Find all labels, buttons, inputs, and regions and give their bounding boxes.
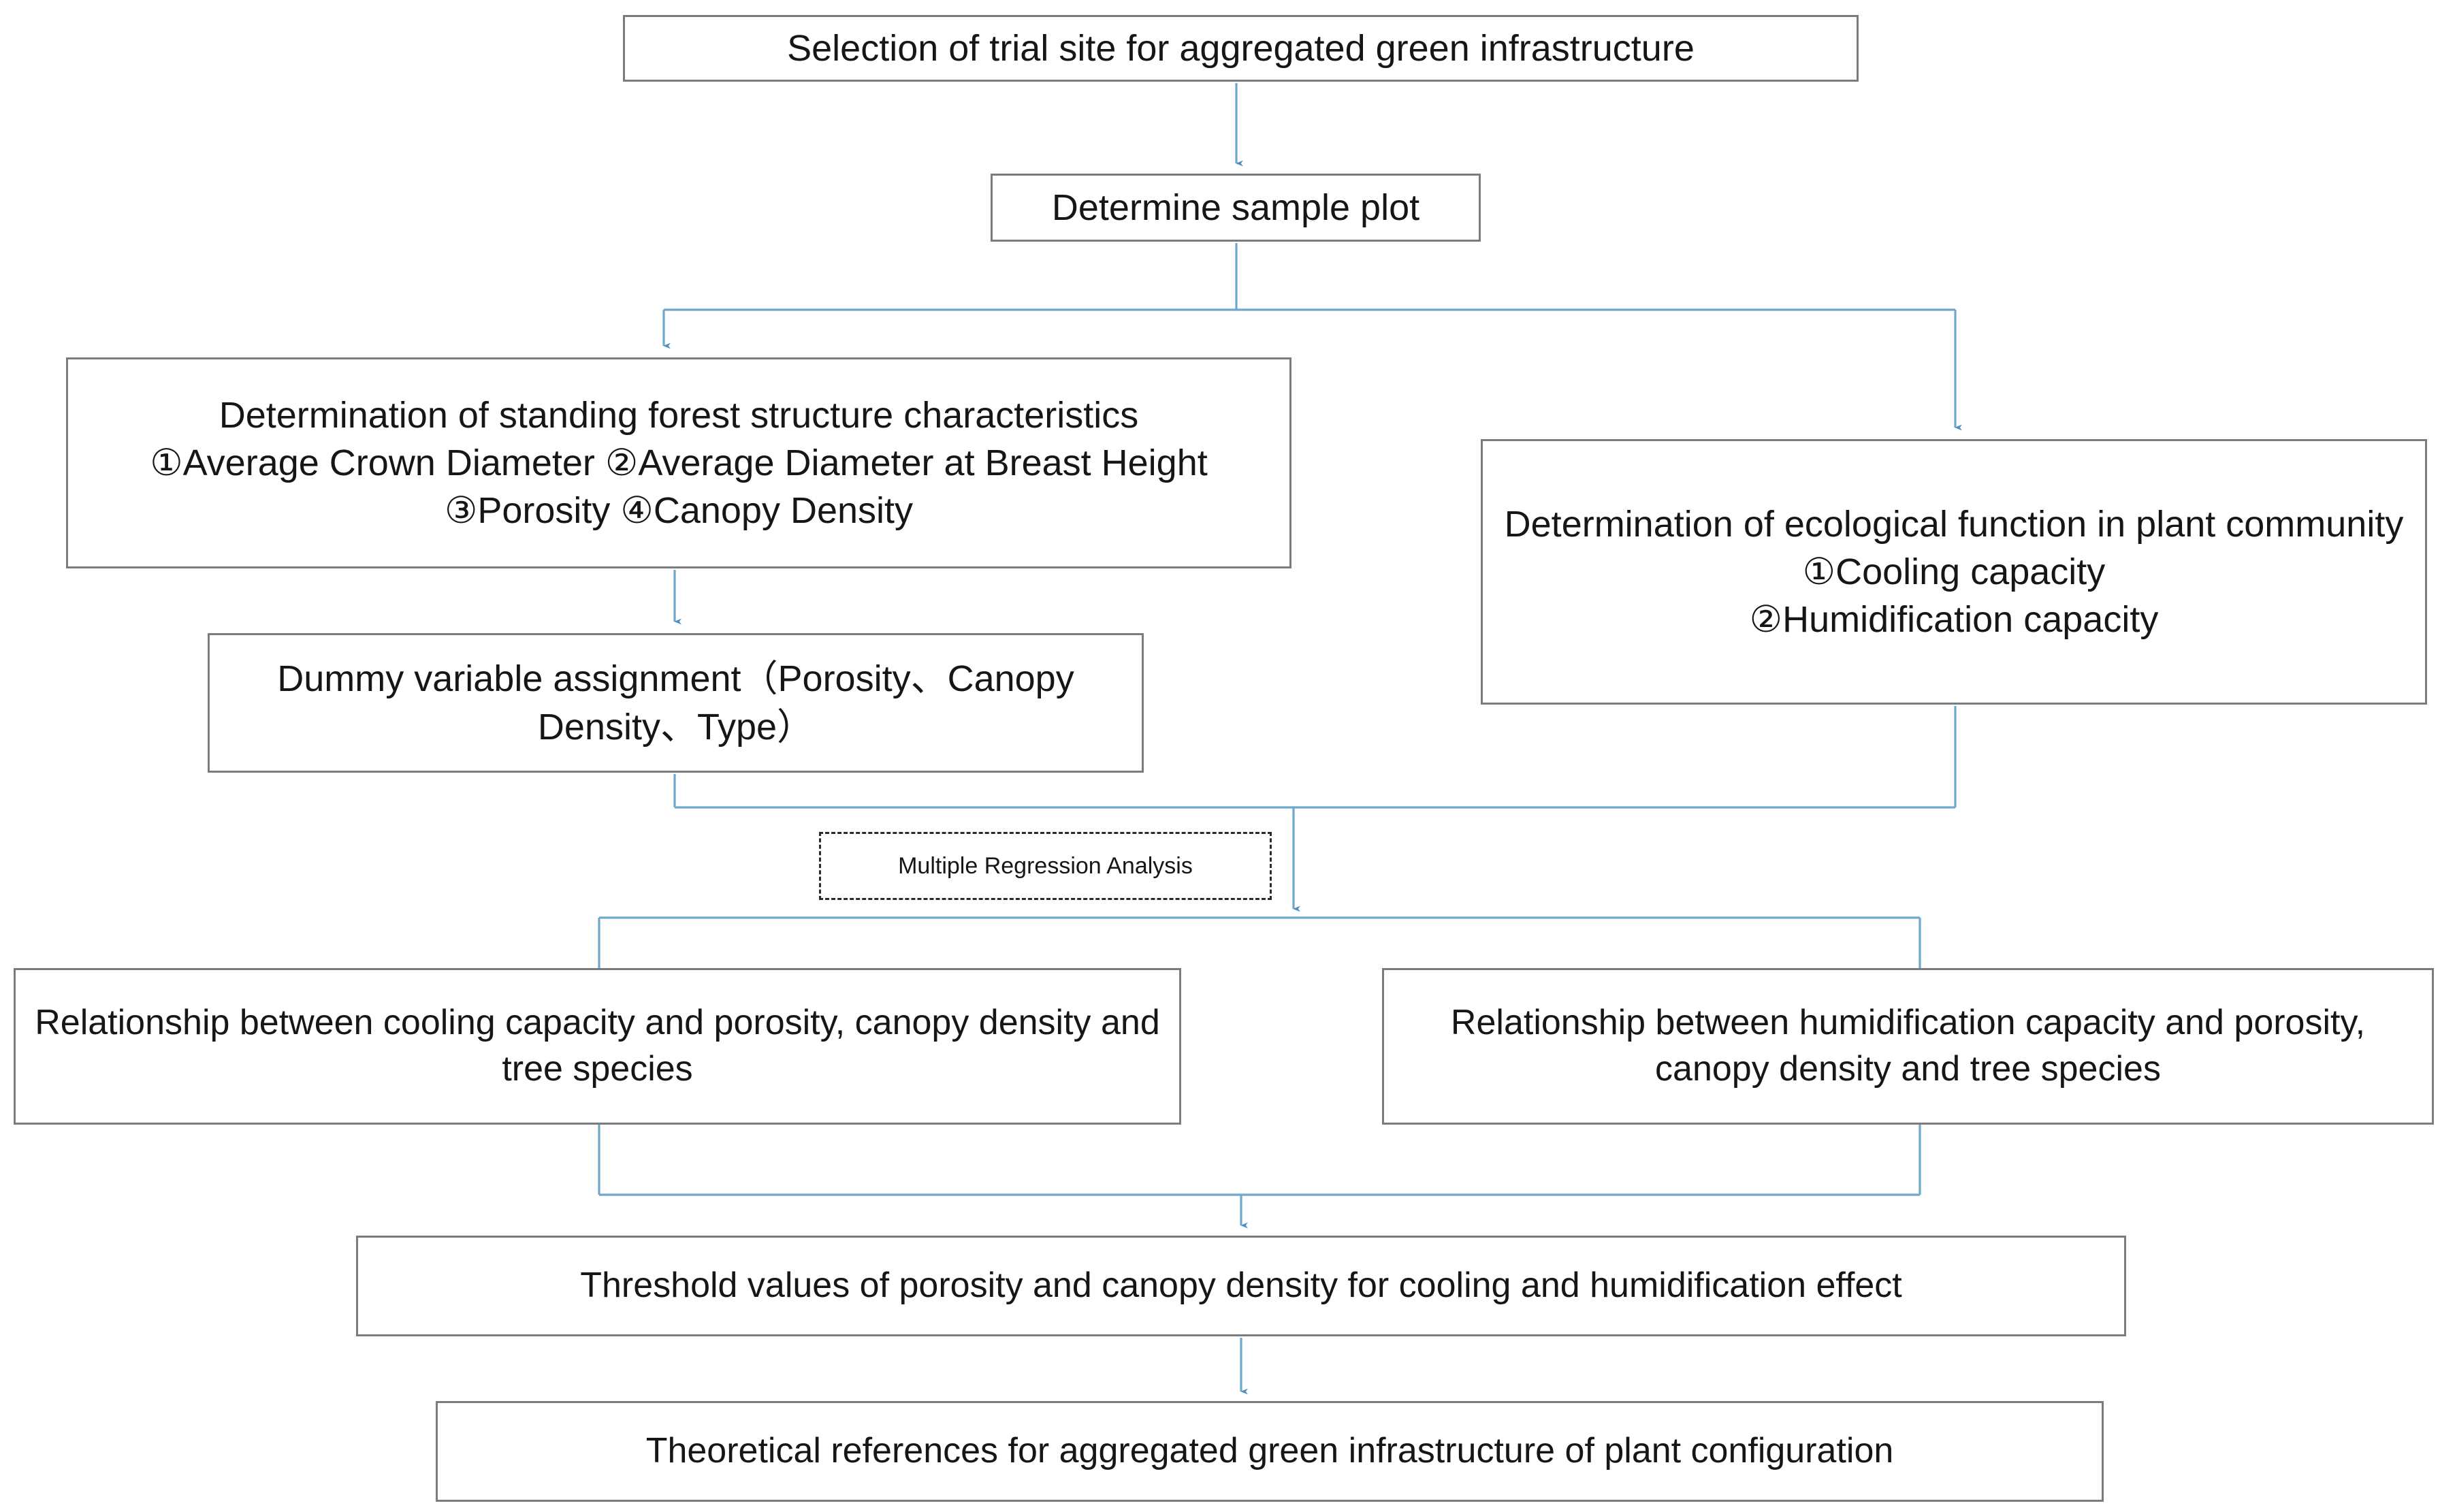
node-relationship-cooling-label: Relationship between cooling capacity an…	[35, 1003, 1160, 1089]
node-forest-structure[interactable]: Determination of standing forest structu…	[66, 357, 1291, 568]
node-sample-plot-label: Determine sample plot	[1051, 187, 1420, 228]
node-trial-site[interactable]: Selection of trial site for aggregated g…	[623, 15, 1859, 82]
node-dummy-variable[interactable]: Dummy variable assignment（Porosity、Canop…	[208, 633, 1144, 773]
node-threshold-values[interactable]: Threshold values of porosity and canopy …	[356, 1236, 2126, 1336]
node-relationship-cooling[interactable]: Relationship between cooling capacity an…	[14, 968, 1181, 1125]
node-ecological-function-label: Determination of ecological function in …	[1504, 503, 2404, 641]
node-ecological-function[interactable]: Determination of ecological function in …	[1481, 439, 2427, 705]
node-threshold-values-label: Threshold values of porosity and canopy …	[580, 1266, 1902, 1306]
node-multiple-regression-analysis-label: Multiple Regression Analysis	[898, 852, 1193, 879]
node-theoretical-references-label: Theoretical references for aggregated gr…	[645, 1431, 1894, 1471]
node-relationship-humidification[interactable]: Relationship between humidification capa…	[1382, 968, 2434, 1125]
node-dummy-variable-label: Dummy variable assignment（Porosity、Canop…	[277, 658, 1074, 747]
node-relationship-humidification-label: Relationship between humidification capa…	[1450, 1003, 2366, 1089]
node-trial-site-label: Selection of trial site for aggregated g…	[787, 27, 1695, 69]
node-forest-structure-label: Determination of standing forest structu…	[150, 394, 1208, 532]
node-multiple-regression-analysis[interactable]: Multiple Regression Analysis	[819, 832, 1272, 900]
node-sample-plot[interactable]: Determine sample plot	[991, 174, 1481, 242]
node-theoretical-references[interactable]: Theoretical references for aggregated gr…	[436, 1401, 2104, 1502]
